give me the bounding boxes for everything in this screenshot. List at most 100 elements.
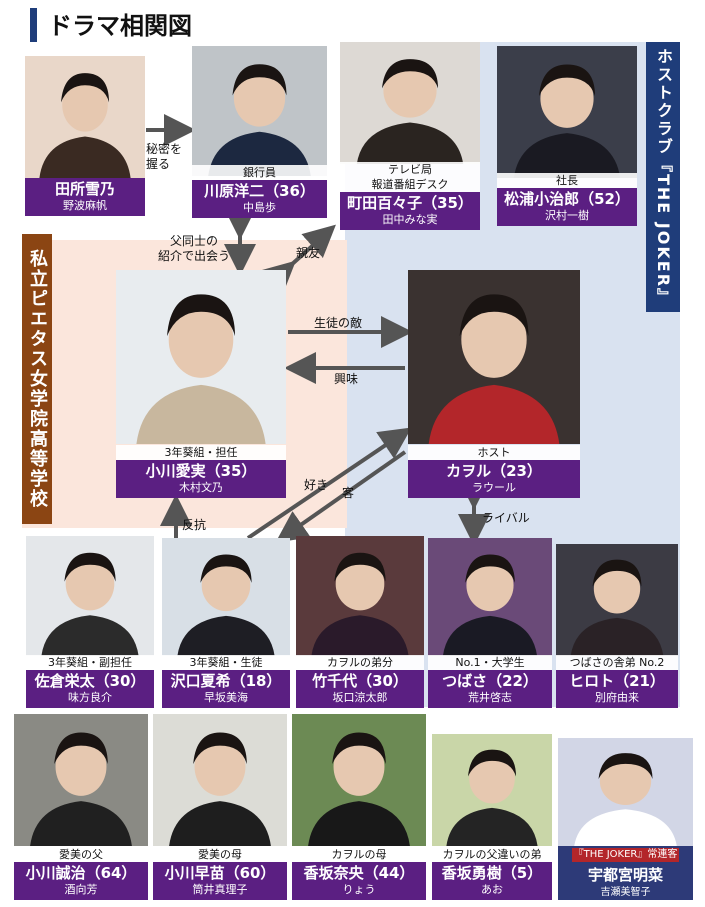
actor-name: 野波麻帆 [63,199,107,212]
name-box: 田所雪乃野波麻帆 [25,178,145,216]
actor-name: 中島歩 [243,201,276,214]
character-role: No.1・大学生 [428,655,552,670]
actor-name: りょう [342,883,376,896]
character-role: 愛美の母 [153,847,287,862]
portrait-photo [558,738,693,846]
title-accent [30,8,37,42]
character-card-tsubasa: No.1・大学生つばさ（22）荒井啓志 [428,538,552,708]
character-name: 小川早苗（60） [164,864,276,882]
name-box: 香坂奈央（44）りょう [292,862,426,900]
character-role: カヲルの父違いの弟 [432,847,552,862]
actor-name: 坂口涼太郎 [332,691,388,704]
school-label: 私立ピエタス女学院高等学校 [22,234,52,524]
name-box: 川原洋二（36）中島歩 [192,180,327,218]
portrait-photo [162,538,290,656]
character-name: 香坂奈央（44） [303,864,415,882]
host-club-label: ホストクラブ『THE JOKER』 [646,42,680,312]
character-role: カヲルの母 [292,847,426,862]
character-role: カヲルの弟分 [296,655,424,670]
name-box: カヲル（23）ラウール [408,460,580,498]
character-name: カヲル（23） [446,462,542,480]
character-name: 松浦小治郎（52） [504,190,630,208]
character-name: 宇都宮明菜 [587,866,663,884]
character-name: つばさ（22） [442,672,538,690]
name-box: 小川早苗（60）筒井真理子 [153,862,287,900]
portrait-photo [153,714,287,846]
relation-introduced: 父同士の 紹介で出会う [158,234,231,263]
guest-banner: 『THE JOKER』常連客 [572,848,679,862]
character-card-nao: カヲルの母香坂奈央（44）りょう [292,714,426,900]
name-box: 佐倉栄太（30）味方良介 [26,670,154,708]
character-role: 報道番組デスク [340,177,480,192]
portrait-photo [14,714,148,846]
name-box: 小川愛実（35）木村文乃 [116,460,286,498]
portrait-photo [432,734,552,846]
actor-name: 荒井啓志 [468,691,512,704]
name-box: 沢口夏希（18）早坂美海 [162,670,290,708]
character-card-matsuura: 社長松浦小治郎（52）沢村一樹 [497,46,637,226]
character-role: 銀行員 [192,165,327,180]
portrait-photo [292,714,426,846]
character-name: 佐倉栄太（30） [34,672,146,690]
character-card-utsunomiya: 『THE JOKER』常連客宇都宮明菜吉瀬美智子 [558,738,693,900]
character-card-yuki: カヲルの父違いの弟香坂勇樹（5）あお [432,734,552,900]
character-role: 3年葵組・生徒 [162,655,290,670]
character-card-sakura: 3年葵組・副担任佐倉栄太（30）味方良介 [26,536,154,708]
portrait-photo [26,536,154,656]
name-box: つばさ（22）荒井啓志 [428,670,552,708]
character-name: 竹千代（30） [312,672,408,690]
character-name: 小川愛実（35） [145,462,257,480]
character-name: 香坂勇樹（5） [441,864,543,882]
portrait-photo [556,544,678,656]
character-card-sanae: 愛美の母小川早苗（60）筒井真理子 [153,714,287,900]
character-role: 3年葵組・副担任 [26,655,154,670]
name-box: 町田百々子（35）田中みな実 [340,192,480,230]
relation-best-friend: 親友 [296,246,321,260]
page-title: ドラマ相関図 [48,12,192,40]
actor-name: 木村文乃 [179,481,223,494]
name-box: ヒロト（21）別府由来 [556,670,678,708]
actor-name: 沢村一樹 [545,209,589,222]
character-name: 川原洋二（36） [204,182,315,200]
portrait-photo [116,270,286,444]
name-box: 竹千代（30）坂口涼太郎 [296,670,424,708]
character-name: 沢口夏希（18） [170,672,282,690]
name-box: 松浦小治郎（52）沢村一樹 [497,188,637,226]
actor-name: 早坂美海 [204,691,248,704]
portrait-photo [408,270,580,444]
actor-name: 筒井真理子 [192,883,248,896]
character-role: 社長 [497,173,637,188]
relation-rival: ライバル [482,511,530,525]
relation-interest: 興味 [334,372,359,386]
character-card-seiji: 愛美の父小川誠治（64）酒向芳 [14,714,148,900]
character-card-machida: テレビ局報道番組デスク町田百々子（35）田中みな実 [340,42,480,230]
character-role: つばさの舎弟 No.2 [556,655,678,670]
character-role: 3年葵組・担任 [116,445,286,460]
character-name: ヒロト（21） [569,672,665,690]
character-card-manami: 3年葵組・担任小川愛実（35）木村文乃 [116,270,286,498]
relation-secret: 秘密を 握る [146,142,183,171]
character-name: 小川誠治（64） [25,864,137,882]
character-name: 町田百々子（35） [347,194,473,212]
character-card-kawahara: 銀行員川原洋二（36）中島歩 [192,46,327,218]
name-box: 香坂勇樹（5）あお [432,862,552,900]
relation-like: 好き [304,478,329,492]
character-role: テレビ局 [340,162,480,177]
character-card-takechiyo: カヲルの弟分竹千代（30）坂口涼太郎 [296,536,424,708]
actor-name: あお [481,883,503,896]
name-box: 小川誠治（64）酒向芳 [14,862,148,900]
portrait-photo [340,42,480,164]
character-name: 田所雪乃 [54,180,115,198]
actor-name: 田中みな実 [382,213,438,226]
actor-name: 酒向芳 [64,883,98,896]
portrait-photo [192,46,327,176]
character-card-tadokoro: 田所雪乃野波麻帆 [25,56,145,216]
character-card-sawaguchi: 3年葵組・生徒沢口夏希（18）早坂美海 [162,538,290,708]
actor-name: ラウール [472,481,516,494]
portrait-photo [428,538,552,656]
relation-enemy: 生徒の敵 [314,316,363,330]
character-card-kaoru: ホストカヲル（23）ラウール [408,270,580,498]
portrait-photo [497,46,637,178]
character-role: ホスト [408,445,580,460]
